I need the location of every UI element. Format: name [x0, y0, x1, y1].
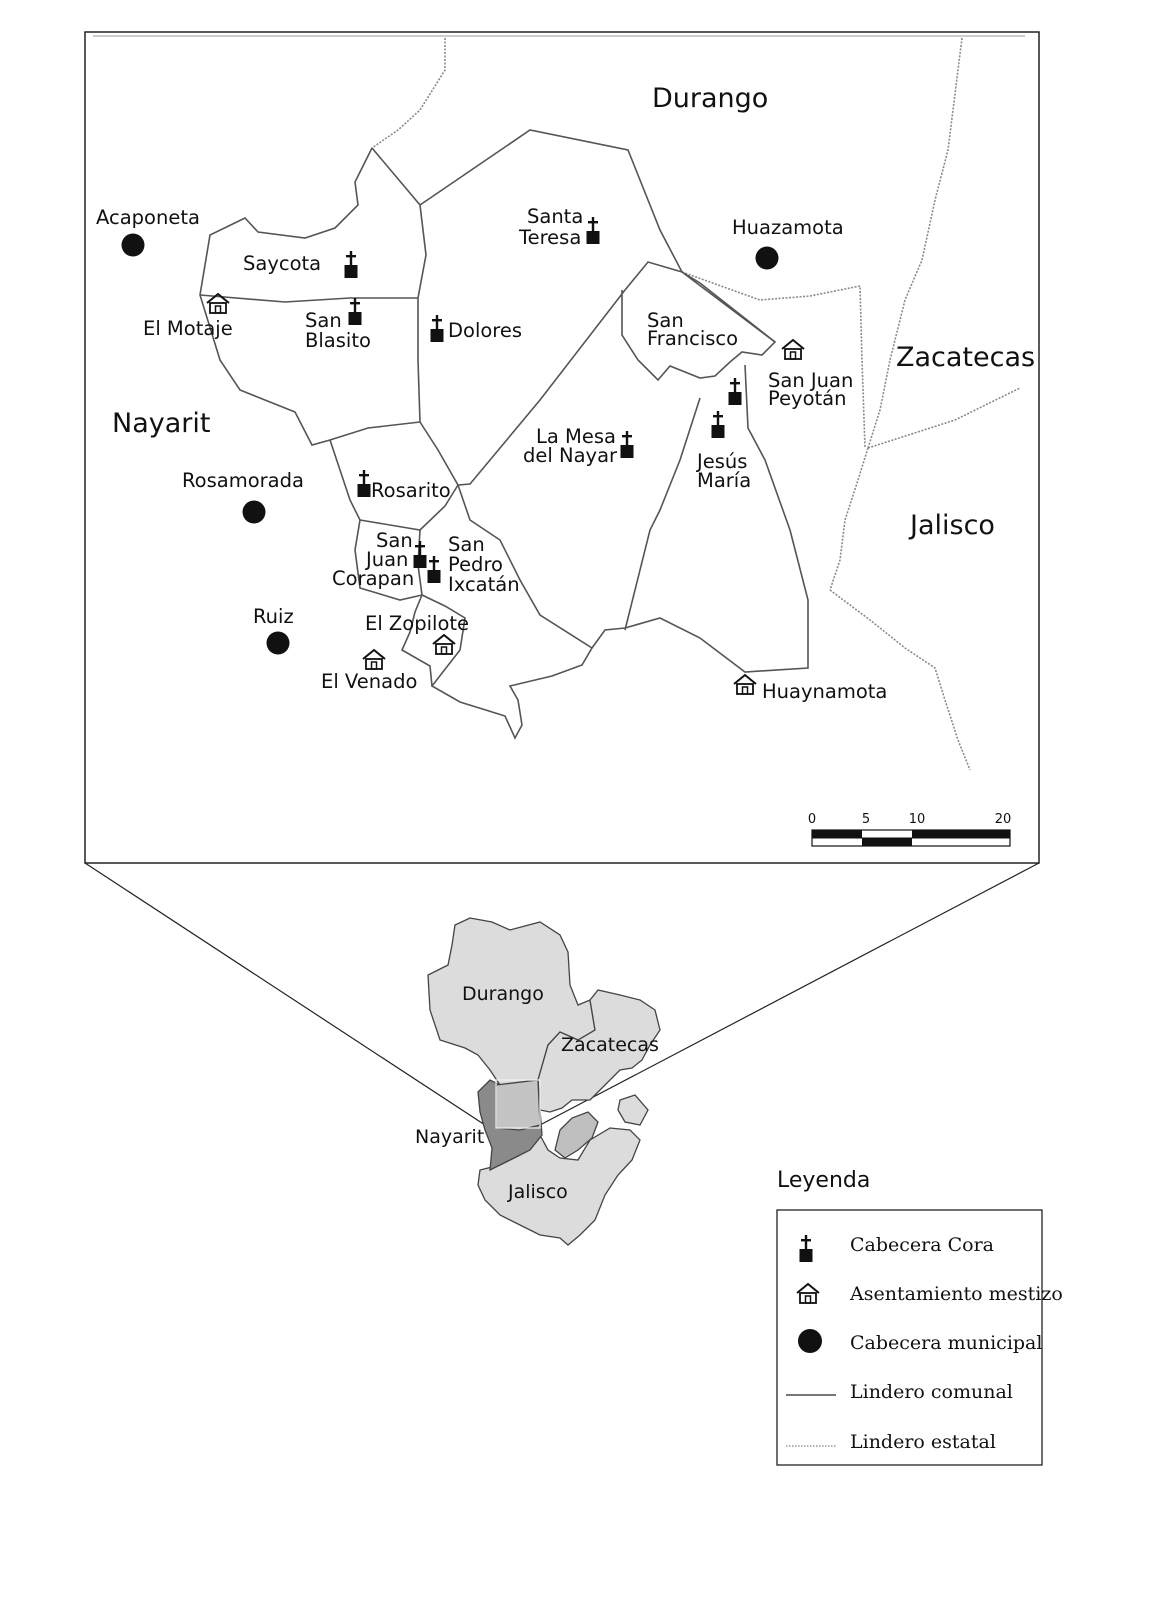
- state-label-durango: Durango: [652, 83, 768, 114]
- inset-label-durango: Durango: [462, 983, 544, 1005]
- place-label: Huazamota: [732, 216, 844, 239]
- legend-item-label: Cabecera Cora: [850, 1234, 994, 1256]
- place-label: Ixcatán: [448, 573, 520, 596]
- place-label: Santa: [527, 205, 583, 228]
- scale-tick-label: 20: [995, 812, 1012, 827]
- place-label: El Zopilote: [365, 612, 469, 635]
- place-label: Juan: [364, 548, 408, 571]
- scale-bar: 0 5 10 20: [808, 812, 1012, 847]
- place-label: Rosamorada: [182, 469, 304, 492]
- place-label: Huaynamota: [762, 680, 887, 703]
- place-label: Jesús: [695, 450, 747, 473]
- legend-title: Leyenda: [777, 1168, 870, 1193]
- inset-zacatecas: [537, 989, 661, 1113]
- dot-icon: [242, 500, 266, 524]
- place-label: Peyotán: [768, 387, 847, 410]
- state-boundaries: [371, 37, 1021, 771]
- communal-boundaries: [199, 129, 809, 740]
- scale-tick-label: 0: [808, 812, 816, 827]
- scale-tick-label: 10: [909, 812, 926, 827]
- state-label-nayarit: Nayarit: [112, 408, 210, 439]
- legend-item-label: Cabecera municipal: [850, 1332, 1042, 1354]
- inset-map: [427, 917, 661, 1246]
- place-label: San: [376, 529, 413, 552]
- dot-icon: [266, 631, 290, 655]
- dot-icon: [798, 1329, 822, 1353]
- place-label: Pedro: [448, 553, 503, 576]
- inset-jalisco: [477, 1127, 641, 1246]
- dot-icon: [121, 233, 145, 257]
- inset-label-nayarit: Nayarit: [415, 1126, 484, 1148]
- place-label: Saycota: [243, 252, 321, 275]
- legend-item-label: Lindero estatal: [850, 1431, 996, 1453]
- dot-icon: [755, 246, 779, 270]
- place-label: Ruiz: [253, 605, 294, 628]
- place-label: del Nayar: [523, 444, 618, 467]
- place-label: San Juan: [768, 369, 853, 392]
- place-label: María: [697, 469, 751, 492]
- scale-tick-label: 5: [862, 812, 870, 827]
- place-label: Teresa: [518, 226, 581, 249]
- inset-label-zacatecas: Zacatecas: [561, 1034, 659, 1056]
- place-label: Rosarito: [371, 479, 451, 502]
- inset-zacatecas-east: [617, 1094, 649, 1126]
- state-label-jalisco: Jalisco: [908, 510, 995, 541]
- legend-item-label: Lindero comunal: [850, 1381, 1013, 1403]
- zoom-connector-left: [84, 862, 486, 1126]
- place-label: San: [647, 309, 684, 332]
- place-label: Blasito: [305, 329, 371, 352]
- inset-extent-box: [495, 1079, 541, 1129]
- place-label: Acaponeta: [96, 206, 200, 229]
- zoom-connector-right: [539, 862, 1040, 1126]
- inset-label-jalisco: Jalisco: [507, 1181, 568, 1203]
- place-label: El Venado: [321, 670, 417, 693]
- place-label: Dolores: [448, 319, 522, 342]
- place-label: San: [448, 533, 485, 556]
- inset-highlight-area: [495, 1079, 541, 1131]
- place-label: El Motaje: [143, 317, 233, 340]
- main-map-frame: [84, 31, 1040, 864]
- inset-jalisco-inner: [554, 1111, 599, 1159]
- place-label: La Mesa: [536, 425, 616, 448]
- state-label-zacatecas: Zacatecas: [896, 342, 1035, 373]
- place-label: Corapan: [332, 567, 414, 590]
- place-label: San: [305, 309, 342, 332]
- place-label: Francisco: [647, 327, 738, 350]
- legend-item-label: Asentamiento mestizo: [849, 1283, 1063, 1305]
